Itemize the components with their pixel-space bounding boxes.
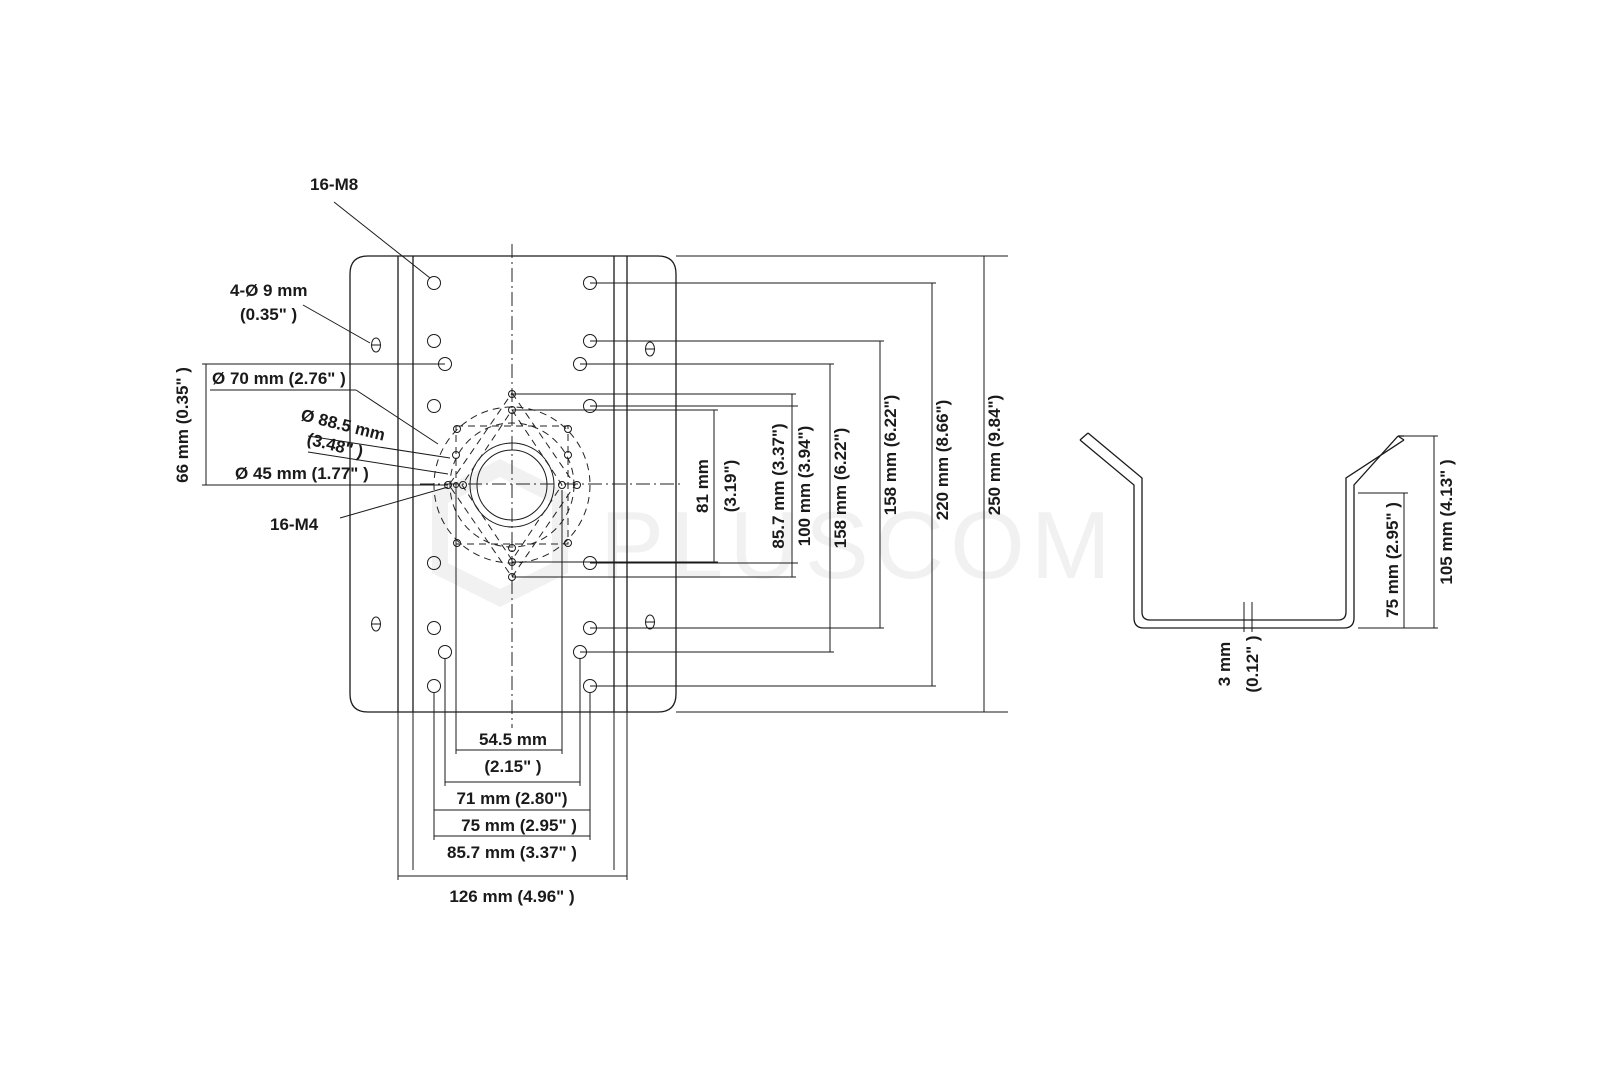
- dim-250-vertical: 250 mm (9.84"): [985, 395, 1004, 516]
- callout-leaders: [210, 201, 451, 519]
- dim-545-inch: (2.15" ): [484, 757, 541, 776]
- dim-857-horizontal: 85.7 mm (3.37" ): [447, 843, 577, 862]
- mounting-plate: [349, 244, 680, 728]
- dia70-callout: Ø 70 mm (2.76" ): [212, 369, 346, 388]
- dim-thickness: 3 mm (0.12" ): [1215, 602, 1262, 693]
- m4-callout: 16-M4: [270, 515, 319, 534]
- m4-hole-ring: [444, 390, 581, 581]
- side-75-label: 75 mm (2.95" ): [1383, 502, 1402, 618]
- dim-100-vertical: 100 mm (3.94"): [795, 426, 814, 547]
- dim-126-horizontal: 126 mm (4.96" ): [449, 887, 574, 906]
- slot-hole-callout-inch: (0.35" ): [240, 305, 297, 324]
- dim-66-label: 66 mm (0.35" ): [173, 367, 192, 483]
- dim-105-side: 105 mm (4.13" ): [1404, 435, 1456, 628]
- dim-857-vertical: 85.7 mm (3.37"): [769, 423, 788, 548]
- dim-75-side: 75 mm (2.95" ): [1358, 492, 1438, 629]
- m8-hole-row: [427, 276, 597, 693]
- bottom-horizontal-dims: 54.5 mm (2.15" ) 71 mm (2.80") 75 mm (2.…: [397, 490, 628, 906]
- dim-71-horizontal: 71 mm (2.80"): [456, 789, 567, 808]
- dim-81-inch: (3.19"): [721, 460, 740, 512]
- thickness-inch-label: (0.12" ): [1243, 635, 1262, 692]
- thickness-mm-label: 3 mm: [1215, 642, 1234, 686]
- dim-81-mm: 81 mm: [693, 459, 712, 513]
- dim-220-vertical: 220 mm (8.66"): [933, 400, 952, 521]
- side-105-label: 105 mm (4.13" ): [1437, 459, 1456, 584]
- right-vertical-dims: 81 mm (3.19") 85.7 mm (3.37") 100 mm (3.…: [512, 255, 1008, 713]
- watermark-text: PLUSCOM: [600, 492, 1117, 599]
- m8-callout: 16-M8: [310, 175, 358, 194]
- dim-545-mm: 54.5 mm: [479, 730, 547, 749]
- watermark: PLUSCOM: [432, 459, 1117, 607]
- dim-158a-vertical: 158 mm (6.22"): [831, 428, 850, 549]
- side-profile: [1079, 432, 1405, 629]
- dim-66-left: 66 mm (0.35" ): [173, 363, 448, 486]
- dim-75-horizontal: 75 mm (2.95" ): [461, 816, 577, 835]
- slot-holes: [371, 337, 655, 632]
- plate-holes: [371, 276, 655, 693]
- dim-158b-vertical: 158 mm (6.22"): [881, 395, 900, 516]
- dia45-callout: Ø 45 mm (1.77" ): [235, 464, 369, 483]
- slot-hole-callout-size: 4-Ø 9 mm: [230, 281, 307, 300]
